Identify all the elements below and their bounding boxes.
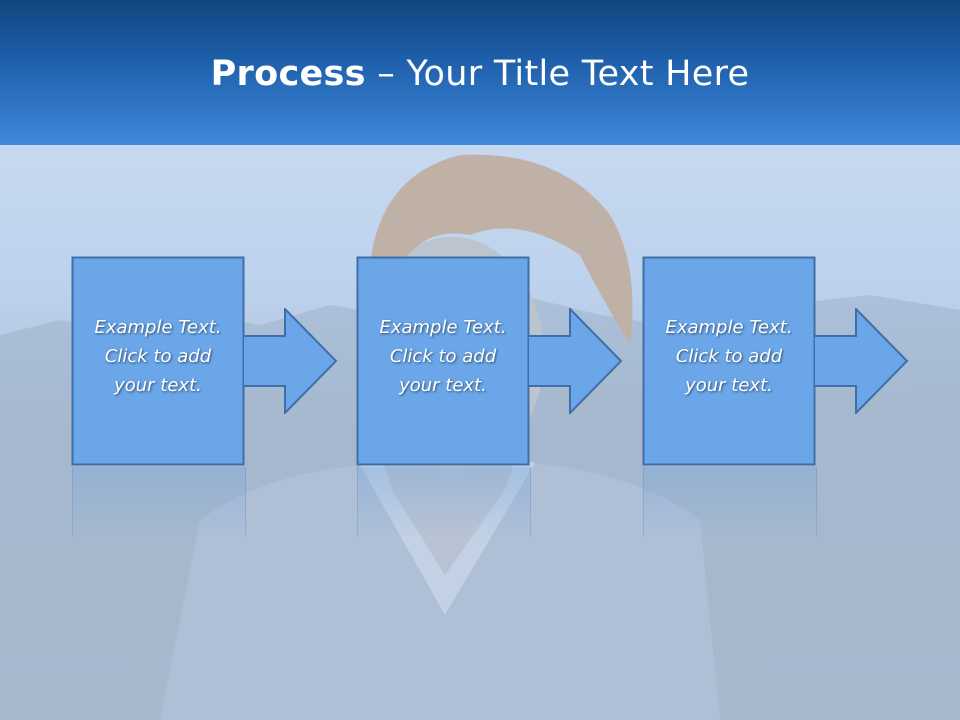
step-text-line: Click to add [675, 346, 783, 367]
step-text-line: Click to add [389, 346, 497, 367]
step-text-line: Example Text. [94, 317, 222, 338]
arrow-right-icon [528, 308, 623, 414]
slide-title[interactable]: Process – Your Title Text Here [0, 52, 960, 96]
step-text-line: your text. [685, 375, 773, 396]
arrow-right-icon [243, 308, 338, 414]
step-text-line: Example Text. [665, 317, 793, 338]
step-reflection [357, 467, 531, 537]
step-text-line: your text. [114, 375, 202, 396]
step-text-line: Example Text. [379, 317, 507, 338]
step-text-line: Click to add [104, 346, 212, 367]
step-text: Example Text. Click to add your text. [363, 313, 523, 400]
step-text: Example Text. Click to add your text. [78, 313, 238, 400]
title-banner: Process – Your Title Text Here [0, 0, 960, 145]
process-step-1[interactable]: Example Text. Click to add your text. [71, 256, 245, 466]
title-bold: Process [210, 54, 366, 94]
step-text-line: your text. [399, 375, 487, 396]
arrow-right-icon [814, 308, 909, 414]
step-box-shape [642, 256, 816, 466]
step-reflection [72, 467, 246, 537]
step-reflection [643, 467, 817, 537]
step-text: Example Text. Click to add your text. [649, 313, 809, 400]
process-step-3[interactable]: Example Text. Click to add your text. [642, 256, 816, 466]
title-rest: – Your Title Text Here [365, 54, 750, 94]
process-step-2[interactable]: Example Text. Click to add your text. [356, 256, 530, 466]
